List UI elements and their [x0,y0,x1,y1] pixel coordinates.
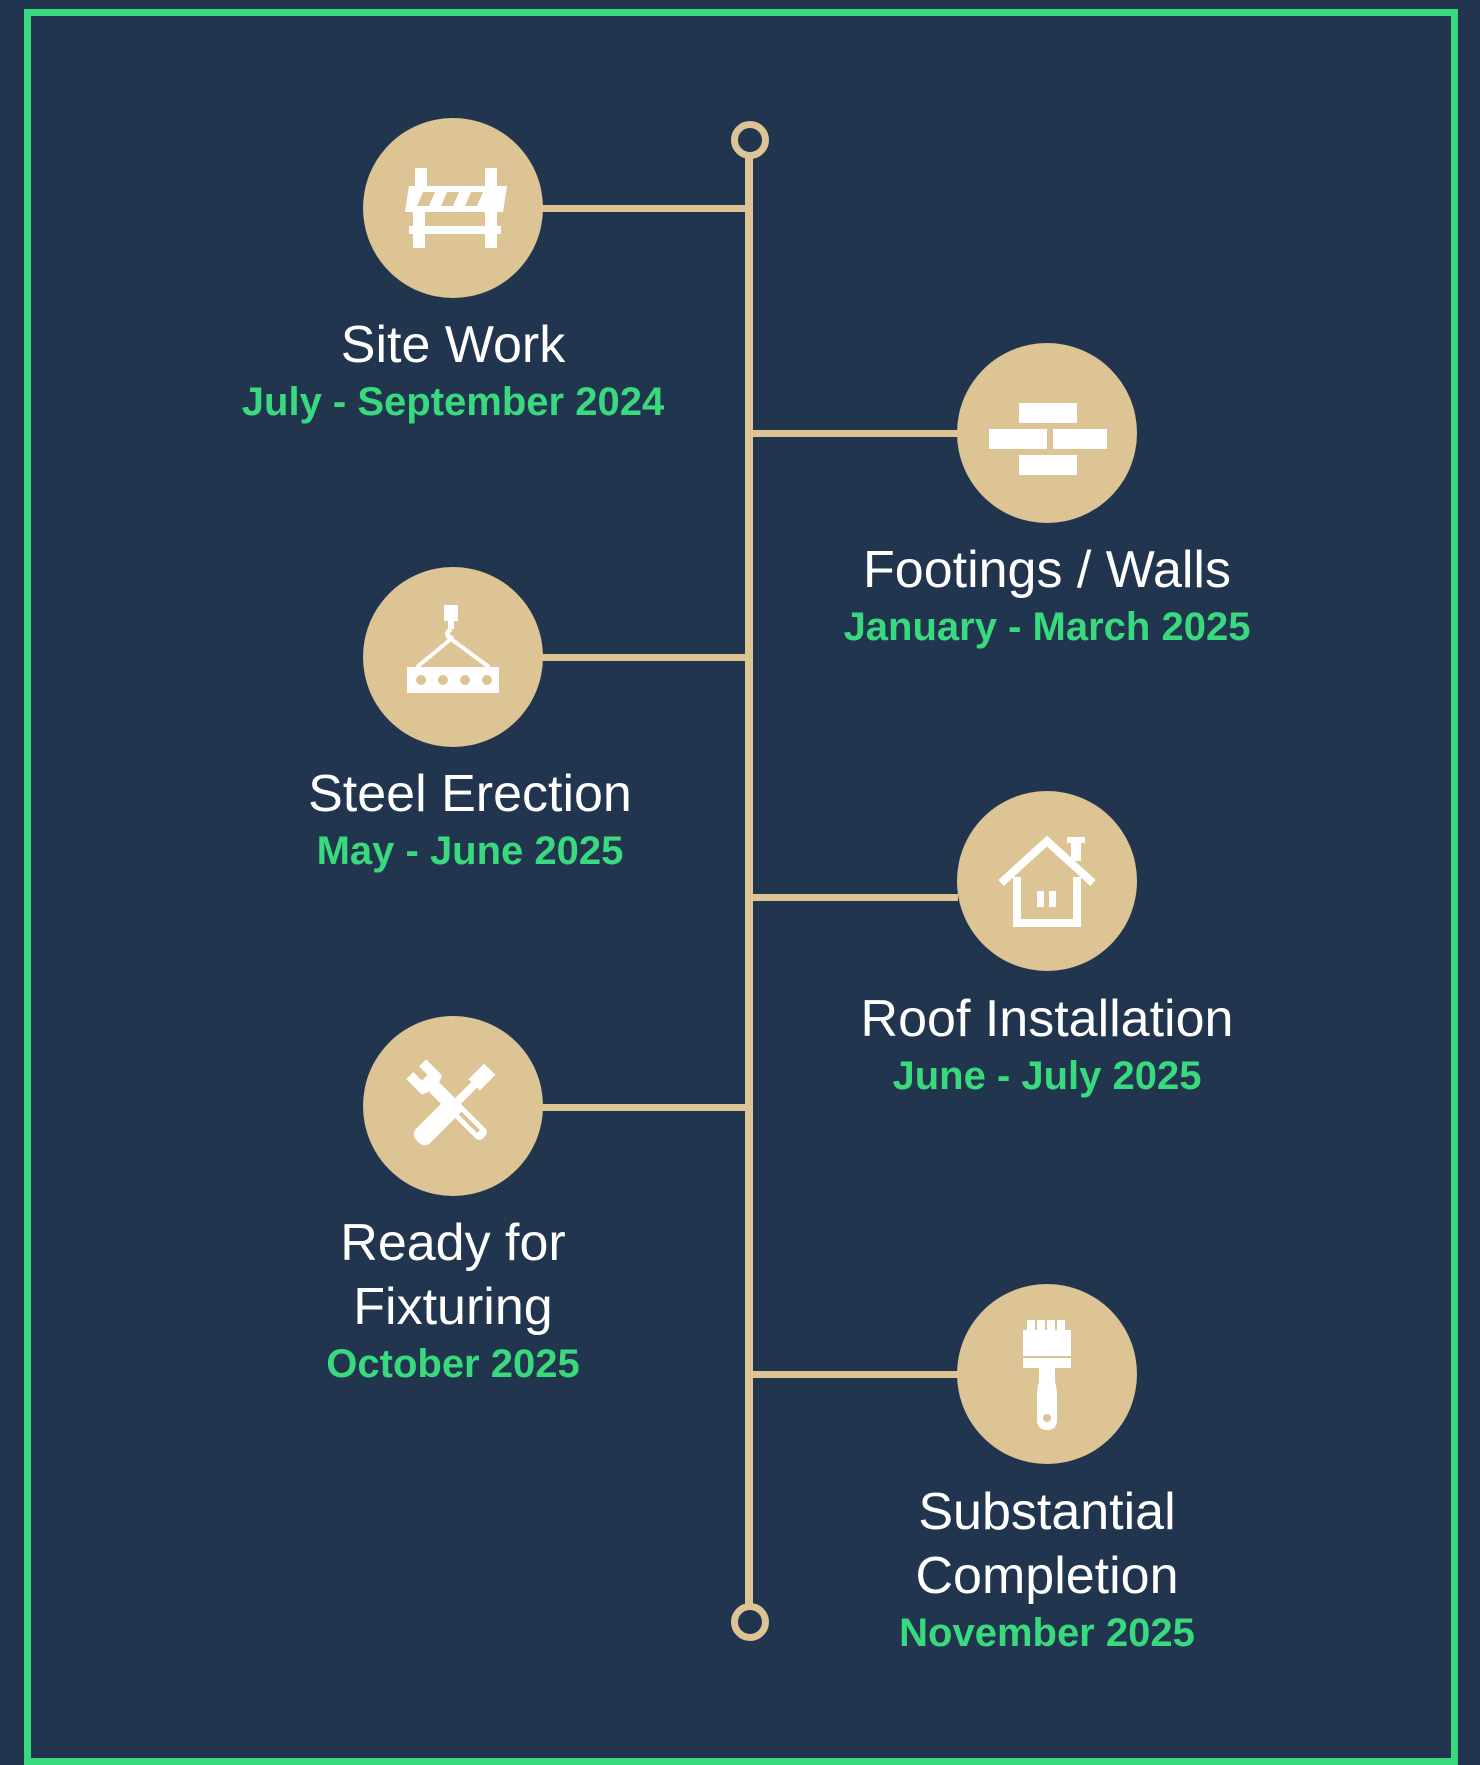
timeline-start-cap [731,121,769,159]
milestone-node-site-work [363,118,543,298]
milestone-title: Roof Installation [860,990,1234,1048]
house-icon [998,835,1096,927]
milestone-label: Footings / Walls January - March 2025 [787,538,1307,652]
connector [753,894,958,901]
bricks-icon [989,403,1107,475]
tools-icon [406,1059,496,1146]
milestone-node-roof-installation [957,791,1137,971]
milestone-title: Substantial Completion [915,1483,1179,1605]
milestone-date: May - June 2025 [316,829,624,873]
milestone-title: Footings / Walls [863,541,1231,599]
connector [540,654,745,661]
milestone-node-steel-erection [363,567,543,747]
milestone-date: October 2025 [326,1342,580,1386]
milestone-node-footings-walls [957,343,1137,523]
paintbrush-icon [1023,1320,1071,1430]
milestone-label: Ready for Fixturing October 2025 [193,1211,713,1389]
milestone-date: November 2025 [899,1611,1195,1655]
connector [540,1104,745,1111]
milestone-label: Site Work July - September 2024 [193,313,713,427]
milestone-date: January - March 2025 [843,605,1251,649]
milestone-title: Site Work [340,316,566,374]
milestone-label: Substantial Completion November 2025 [787,1480,1307,1658]
milestone-node-ready-for-fixturing [363,1016,543,1196]
connector [540,205,745,212]
crane-beam-icon [407,605,499,693]
milestone-title: Steel Erection [308,765,632,823]
timeline-end-cap [731,1603,769,1641]
timeline-spine [745,136,753,1624]
milestone-node-substantial-completion [957,1284,1137,1464]
connector [753,430,958,437]
milestone-date: July - September 2024 [241,380,665,424]
milestone-title: Ready for Fixturing [340,1214,566,1336]
barricade-icon [405,168,507,248]
connector [753,1371,958,1378]
milestone-label: Roof Installation June - July 2025 [787,987,1307,1101]
milestone-label: Steel Erection May - June 2025 [210,762,730,876]
milestone-date: June - July 2025 [892,1054,1202,1098]
